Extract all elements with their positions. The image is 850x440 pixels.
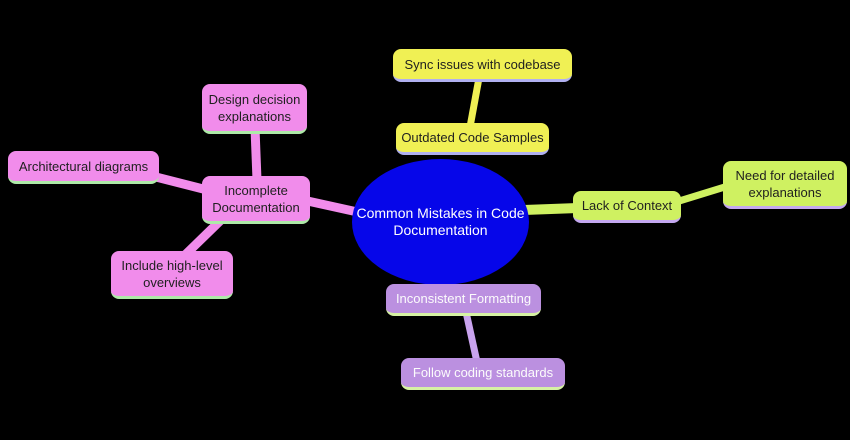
node-label-line1: Need for detailed [735, 167, 835, 183]
node-outdated-code-samples: Outdated Code Samples [396, 123, 549, 155]
edge-incomplete-to-root [302, 195, 363, 218]
edge-root-to-lack [523, 203, 579, 215]
node-label-line1: Design decision [208, 91, 301, 107]
node-label: Sync issues with codebase [404, 56, 561, 72]
node-label: Outdated Code Samples [401, 130, 544, 145]
node-label-line2: explanations [218, 108, 291, 124]
edge-lack-to-need [674, 182, 730, 206]
node-label-line2: explanations [748, 184, 822, 200]
node-inconsistent-formatting: Inconsistent Formatting [386, 284, 541, 316]
node-label: Architectural diagrams [18, 158, 149, 174]
node-sync-issues-with-codebase: Sync issues with codebase [393, 49, 572, 82]
node-label: Inconsistent Formatting [395, 291, 532, 306]
node-root: Common Mistakes in Code Documentation [352, 159, 529, 285]
node-incomplete-documentation: Incomplete Documentation [202, 176, 310, 224]
edge-design-to-incomplete [250, 127, 262, 181]
node-follow-coding-standards: Follow coding standards [401, 358, 565, 390]
node-label-line2: Documentation [212, 199, 300, 215]
edge-incomplete-to-include [180, 216, 225, 260]
node-label-line1: Include high-level [121, 257, 223, 273]
node-include-high-level-overviews: Include high-level overviews [111, 251, 233, 299]
node-design-decision-explanations: Design decision explanations [202, 84, 307, 134]
node-root-label-line2: Documentation [393, 222, 488, 238]
edge-inconsistent-to-follow [462, 311, 481, 363]
node-need-for-detailed-explanations: Need for detailed explanations [723, 161, 847, 209]
node-label: Lack of Context [581, 198, 673, 213]
edge-outdated-to-sync [466, 77, 483, 128]
node-architectural-diagrams: Architectural diagrams [8, 151, 159, 184]
node-lack-of-context: Lack of Context [573, 191, 681, 223]
node-label-line1: Incomplete [224, 182, 288, 198]
node-label: Follow coding standards [412, 365, 554, 380]
node-label-line2: overviews [143, 274, 201, 290]
node-root-label-line1: Common Mistakes in Code [356, 205, 525, 221]
